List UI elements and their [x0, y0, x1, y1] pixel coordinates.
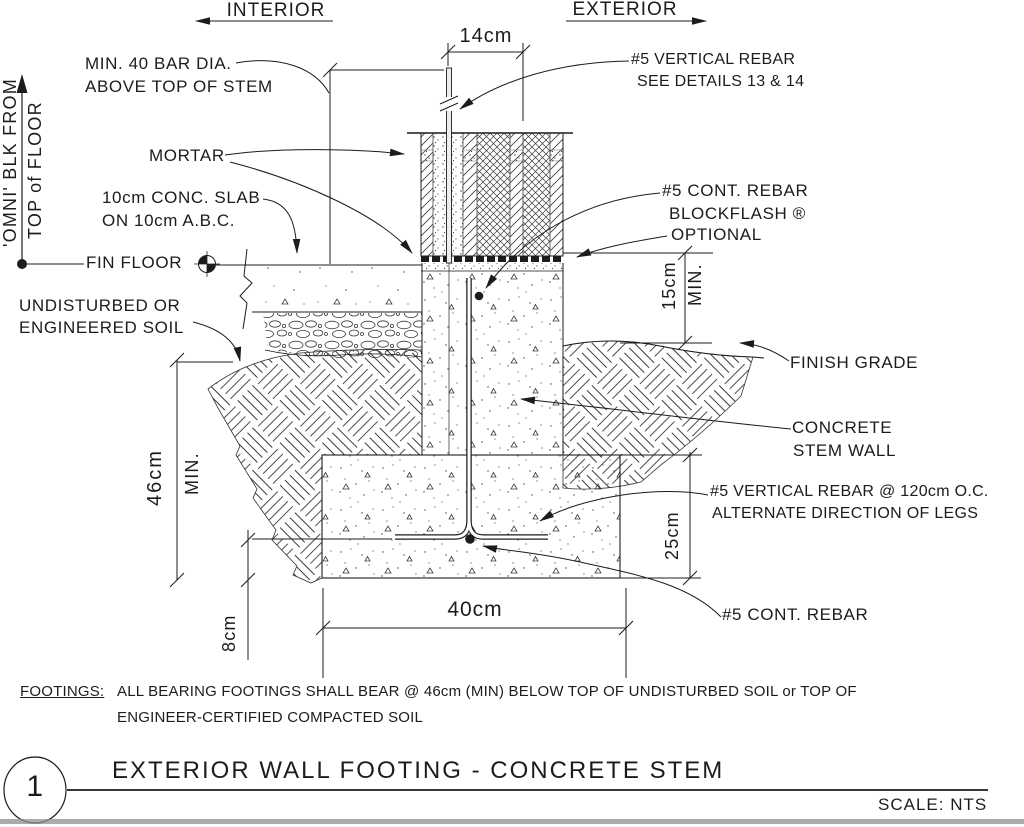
leader-vertical-rebar-footing	[539, 491, 709, 522]
gravel-base	[263, 313, 423, 360]
dim-46cm-min-text: MIN.	[182, 452, 202, 495]
blockflash-label-line2: OPTIONAL	[671, 225, 762, 244]
conc-slab-label-line2: ON 10cm A.B.C.	[102, 211, 236, 230]
exterior-label: EXTERIOR	[572, 0, 678, 20]
dim-14cm	[440, 43, 531, 121]
fin-floor-label: FIN FLOOR	[86, 253, 183, 272]
blockflash-label-line1: BLOCKFLASH ®	[669, 204, 806, 223]
leader-blockflash	[576, 235, 668, 258]
cmu-block-wall-section	[407, 132, 573, 272]
undisturbed-soil-label-line1: UNDISTURBED OR	[19, 296, 181, 315]
datum-marker-icon	[194, 251, 220, 277]
cont-rebar-upper-label: #5 CONT. REBAR	[662, 181, 809, 200]
drawing-title: EXTERIOR WALL FOOTING - CONCRETE STEM	[112, 757, 725, 784]
leader-slab	[262, 198, 301, 254]
dim-46cm-text: 46cm	[144, 449, 166, 506]
min-bar-label-line2: ABOVE TOP OF STEM	[85, 77, 273, 96]
cont-rebar-upper-dot	[474, 291, 484, 301]
min-bar-label-line1: MIN. 40 BAR DIA.	[85, 54, 232, 73]
dim-8cm	[240, 530, 392, 660]
detail-number: 1	[26, 770, 44, 803]
stem-wall-label-line1: CONCRETE	[792, 418, 893, 437]
vertical-rebar-top-label-line2: SEE DETAILS 13 & 14	[637, 73, 805, 90]
dim-15cm-min-text: MIN.	[685, 263, 705, 306]
sheet-bottom-edge	[0, 819, 1024, 824]
finish-grade-line	[562, 340, 765, 359]
vertical-rebar-footing-label-line1: #5 VERTICAL REBAR @ 120cm O.C.	[710, 483, 989, 500]
leader-cont-rebar-lower	[482, 545, 722, 618]
omni-height-arrow	[16, 74, 28, 259]
vertical-rebar-footing-label-line2: ALTERNATE DIRECTION OF LEGS	[712, 505, 979, 522]
conc-slab-label-line1: 10cm CONC. SLAB	[102, 188, 261, 207]
concrete-stem-wall-section	[421, 263, 564, 455]
cont-rebar-lower-label: #5 CONT. REBAR	[722, 605, 869, 624]
footings-note-line1: ALL BEARING FOOTINGS SHALL BEAR @ 46cm (…	[117, 683, 857, 700]
leader-finish-grade	[739, 340, 790, 362]
vertical-rebar-top-label-line1: #5 VERTICAL REBAR	[631, 51, 796, 68]
leader-mortar-bed	[229, 161, 413, 254]
mortar-label: MORTAR	[149, 146, 225, 165]
break-line	[239, 248, 253, 330]
leader-lines	[192, 60, 792, 618]
leader-cont-rebar-upper	[485, 192, 661, 289]
dim-40cm-text: 40cm	[447, 598, 503, 621]
dim-25cm-text: 25cm	[662, 511, 682, 560]
omni-blk-label-line1: 'OMNI' BLK FROM	[0, 78, 20, 247]
finish-grade-label: FINISH GRADE	[790, 353, 919, 372]
bar-dia-reference	[322, 62, 444, 264]
leader-min-bar	[235, 60, 330, 94]
leader-vertical-rebar-top	[459, 60, 630, 110]
title-block	[0, 756, 1024, 824]
leader-mortar-joint	[224, 148, 405, 157]
leader-stem-wall	[520, 396, 792, 430]
vertical-rebar-dowel	[439, 67, 459, 264]
interior-label: INTERIOR	[226, 0, 326, 21]
fin-floor-datum	[17, 251, 220, 277]
footings-note-line2: ENGINEER-CERTIFIED COMPACTED SOIL	[117, 709, 424, 726]
leader-soil	[192, 321, 242, 362]
dim-46cm	[169, 352, 233, 588]
dim-40cm	[315, 588, 634, 678]
stem-wall-label-line2: STEM WALL	[793, 441, 897, 460]
scale-label: SCALE: NTS	[878, 795, 988, 814]
dim-25cm	[620, 447, 702, 586]
dim-8cm-text: 8cm	[219, 614, 239, 652]
rebar-break-marks	[439, 95, 459, 112]
mortar-bed	[421, 263, 563, 271]
omni-blk-label-line2: TOP of FLOOR	[25, 101, 45, 239]
undisturbed-soil-label-line2: ENGINEERED SOIL	[19, 318, 184, 337]
concrete-slab	[216, 248, 422, 330]
cont-rebar-lower-dot	[465, 534, 475, 544]
dim-15cm-text: 15cm	[659, 261, 679, 310]
footing-vertical-rebar	[395, 278, 548, 544]
footings-note-heading: FOOTINGS:	[20, 683, 105, 700]
dim-14cm-text: 14cm	[459, 25, 513, 47]
